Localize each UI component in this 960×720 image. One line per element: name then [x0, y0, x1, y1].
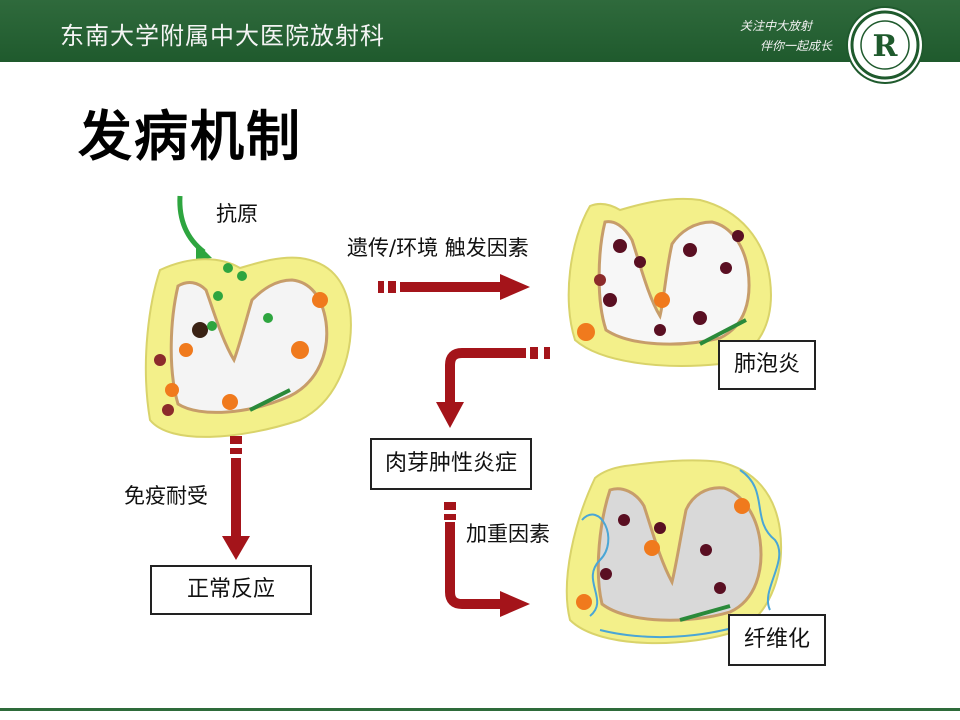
- arrow-top-shaft-icon: [400, 282, 504, 292]
- arrow-left-head-icon: [222, 536, 250, 560]
- arrow-elbow-dash-2-icon: [530, 347, 538, 359]
- immune-tolerance-label: 免疫耐受: [124, 484, 208, 508]
- arrow-elbow-shaft-icon: [445, 348, 526, 405]
- institution-name: 东南大学附属中大医院放射科: [60, 22, 385, 50]
- trigger-factors-label: 遗传/环境 触发因素: [347, 236, 529, 260]
- slogan-line-1: 关注中大放射: [739, 19, 812, 33]
- footer-rule: [0, 708, 960, 711]
- normal-response-box: 正常反应: [150, 565, 312, 615]
- arrow-bottom-head-icon: [500, 591, 530, 617]
- arrow-left-dash-2-icon: [230, 448, 242, 454]
- antigen-arrow-icon: [177, 195, 206, 254]
- slide-title: 发病机制: [78, 105, 302, 168]
- arrow-bottom-shaft-icon: [445, 522, 504, 609]
- alveolus-alveolitis-icon: [567, 197, 772, 367]
- header-banner: 东南大学附属中大医院放射科 关注中大放射 伴你一起成长: [0, 0, 960, 62]
- arrow-elbow-head-icon: [436, 402, 464, 428]
- antigen-label: 抗原: [216, 202, 258, 226]
- granulomatous-inflammation-box: 肉芽肿性炎症: [370, 438, 532, 490]
- alveolus-normal-icon: [144, 256, 352, 438]
- arrow-left-dash-1-icon: [230, 436, 242, 444]
- antigen-arrow-head-icon: [196, 242, 212, 260]
- arrow-bottom-dash-1-icon: [444, 502, 456, 510]
- alveolus-fibrosis-icon: [565, 459, 782, 645]
- arrow-elbow-dash-1-icon: [544, 347, 550, 359]
- fibrosis-box: 纤维化: [728, 614, 826, 666]
- arrow-left-shaft-icon: [231, 458, 241, 540]
- arrow-dash-2-icon: [388, 281, 396, 293]
- slogan: 关注中大放射 伴你一起成长: [740, 16, 832, 56]
- slogan-line-2: 伴你一起成长: [759, 39, 832, 53]
- alveolitis-box: 肺泡炎: [718, 340, 816, 390]
- hospital-logo: R: [848, 8, 922, 82]
- arrow-dash-1-icon: [378, 281, 384, 293]
- arrow-top-head-icon: [500, 274, 530, 300]
- logo-letter: R: [873, 29, 899, 64]
- aggravating-factors-label: 加重因素: [466, 522, 550, 546]
- arrow-bottom-dash-2-icon: [444, 514, 456, 520]
